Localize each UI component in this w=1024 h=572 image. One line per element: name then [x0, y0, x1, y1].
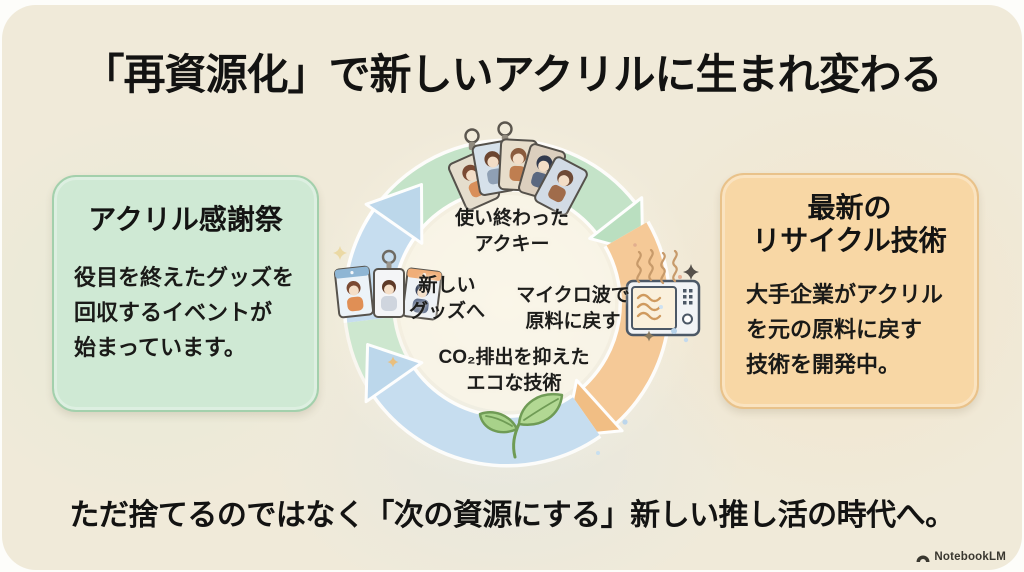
- event-card-title: アクリル感謝祭: [88, 204, 283, 235]
- event-card-body-line: 回収するイベントが: [74, 300, 273, 325]
- cycle-arrow-bottom-blue: [364, 343, 602, 468]
- event-card-body: 役目を終えたグッズを 回収するイベントが 始まっています。: [54, 260, 317, 365]
- cycle-label-eco-technology: CO₂排出を抑えた エコな技術: [394, 345, 634, 397]
- technology-card-body-line: 技術を開発中。: [746, 352, 901, 377]
- technology-card-body-line: 大手企業がアクリル: [746, 282, 943, 307]
- technology-card: 最新の リサイクル技術 大手企業がアクリル を元の原料に戻す 技術を開発中。: [720, 173, 979, 409]
- slide: 「再資源化」で新しいアクリルに生まれ変わる: [2, 5, 1022, 570]
- event-card: アクリル感謝祭 役目を終えたグッズを 回収するイベントが 始まっています。: [52, 175, 319, 412]
- microwave-icon: [625, 279, 701, 337]
- tagline: ただ捨てるのではなく「次の資源にする」新しい推し活の時代へ。: [69, 499, 955, 532]
- notebooklm-watermark: NotebookLM: [916, 551, 1006, 563]
- event-card-body-line: 始まっています。: [74, 335, 246, 360]
- acrylic-keychain-pile-illustration: [447, 121, 588, 216]
- technology-card-title: 最新の リサイクル技術: [722, 191, 977, 257]
- cycle-label-line: マイクロ波で: [516, 285, 630, 306]
- arrowhead-blue-left: [364, 183, 424, 245]
- cycle-label-line: エコな技術: [466, 373, 562, 394]
- arrowhead-blue-bottom: [364, 343, 424, 404]
- watermark-label: NotebookLM: [934, 551, 1006, 563]
- technology-card-body: 大手企業がアクリル を元の原料に戻す 技術を開発中。: [722, 277, 977, 382]
- sparkle-icons: [333, 243, 699, 455]
- cycle-label-line: グッズへ: [408, 301, 485, 322]
- cycle-center-glow: [399, 195, 615, 411]
- cycle-label-line: アクキー: [474, 234, 550, 255]
- heat-waves-icon: [636, 248, 678, 285]
- technology-card-title-line: リサイクル技術: [752, 225, 947, 256]
- cycle-label-new-goods: 新しい グッズへ: [382, 273, 512, 325]
- cycle-label-line: 使い終わった: [454, 208, 569, 229]
- cycle-label-line: CO₂排出を抑えた: [438, 347, 590, 368]
- cycle-label-line: 新しい: [418, 275, 476, 296]
- event-card-body-line: 役目を終えたグッズを: [74, 265, 295, 290]
- cycle-label-used-keychains: 使い終わった アクキー: [412, 206, 612, 258]
- notebooklm-logo-icon: [916, 555, 930, 562]
- cycle-label-line: 原料に戻す: [525, 311, 621, 332]
- recycle-cycle-diagram: [333, 121, 701, 468]
- new-goods-keychains-illustration: [333, 249, 443, 321]
- technology-card-body-line: を元の原料に戻す: [746, 317, 923, 342]
- seedling-icon: [478, 393, 564, 459]
- main-title: 「再資源化」で新しいアクリルに生まれ変わる: [82, 51, 943, 98]
- technology-card-title-line: 最新の: [807, 192, 892, 223]
- cycle-label-microwave-recycle: マイクロ波で 原料に戻す: [498, 283, 648, 335]
